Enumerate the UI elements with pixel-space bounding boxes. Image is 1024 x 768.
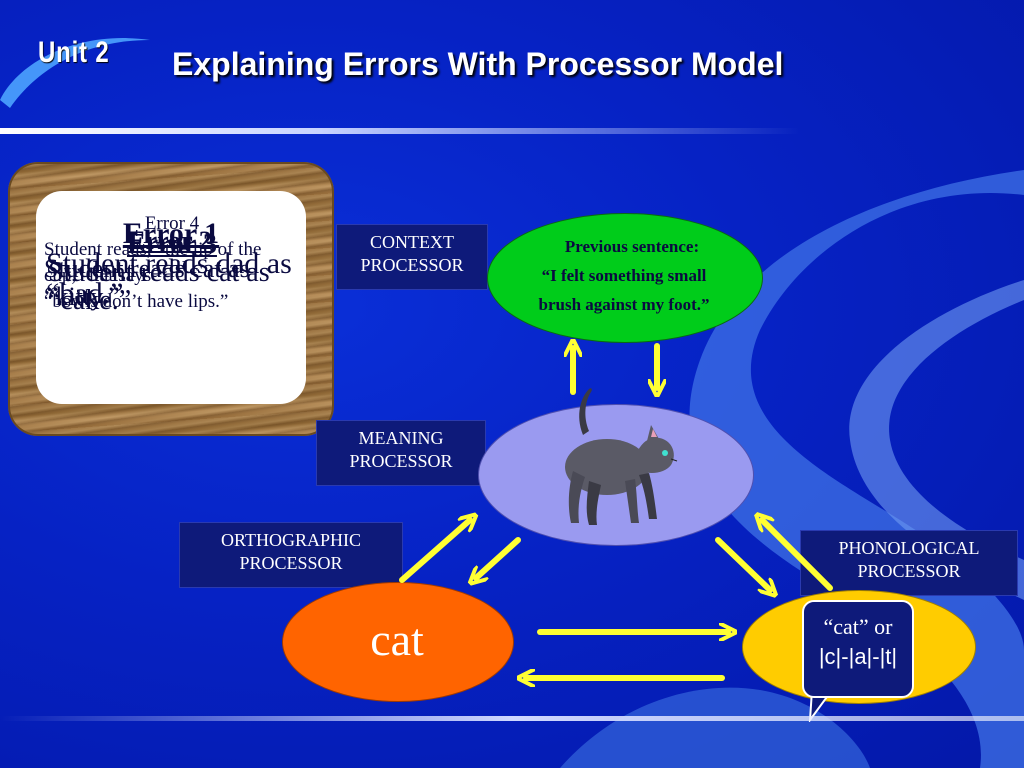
error-2: Error 2 Student reads cat as “kitty.” xyxy=(44,227,296,311)
phonological-line-2: |c|-|a|-|t| xyxy=(818,644,898,669)
error-2-heading: Error 2 xyxy=(128,226,212,255)
error-card: Error 1 Student reads dad as “bad.” Erro… xyxy=(36,191,306,404)
phonological-line-1: “cat” or xyxy=(823,614,893,639)
error-3: Error 3 Student reads cat as “cake.” xyxy=(48,231,296,315)
error-1-heading: Error 1 xyxy=(122,217,220,250)
error-3-text: Student reads cat as “cake.” xyxy=(48,257,270,316)
context-line-1: Previous sentence: xyxy=(564,237,700,256)
error-4-line1: Student reads, “the lip of the cup,” but… xyxy=(44,239,262,286)
context-line-3: brush against my foot.” xyxy=(538,295,710,314)
context-ellipse xyxy=(487,213,763,343)
orthographic-ellipse xyxy=(282,582,514,702)
error-2-text: Student reads cat as “kitty.” xyxy=(44,254,250,311)
error-4: Error 4 Student reads, “the lip of the c… xyxy=(44,211,300,315)
unit-badge: Unit 2 xyxy=(38,36,110,69)
context-bubble-text: Previous sentence: “I felt something sma… xyxy=(490,232,758,319)
context-processor-label: CONTEXT PROCESSOR xyxy=(336,224,488,290)
error-3-heading: Error 3 xyxy=(127,229,217,260)
context-line-2: “I felt something small xyxy=(541,266,707,285)
title-divider xyxy=(0,128,800,134)
error-1-text: Student reads dad as “bad.” xyxy=(46,247,292,310)
orthographic-processor-label: ORTHOGRAPHIC PROCESSOR xyxy=(179,522,403,588)
phonological-bubble: “cat” or |c|-|a|-|t| xyxy=(802,600,914,698)
meaning-processor-label: MEANING PROCESSOR xyxy=(316,420,486,486)
cat-illustration xyxy=(565,388,678,525)
error-1: Error 1 Student reads dad as “bad.” xyxy=(46,219,296,309)
page-title: Explaining Errors With Processor Model xyxy=(172,46,784,82)
error-4-heading: Error 4 xyxy=(144,213,200,234)
error-4-line2: “bowls don’t have lips.” xyxy=(44,291,229,312)
bottom-divider xyxy=(0,716,1024,721)
orthographic-word: cat xyxy=(370,614,424,665)
phonological-processor-label: PHONOLOGICAL PROCESSOR xyxy=(800,530,1018,596)
